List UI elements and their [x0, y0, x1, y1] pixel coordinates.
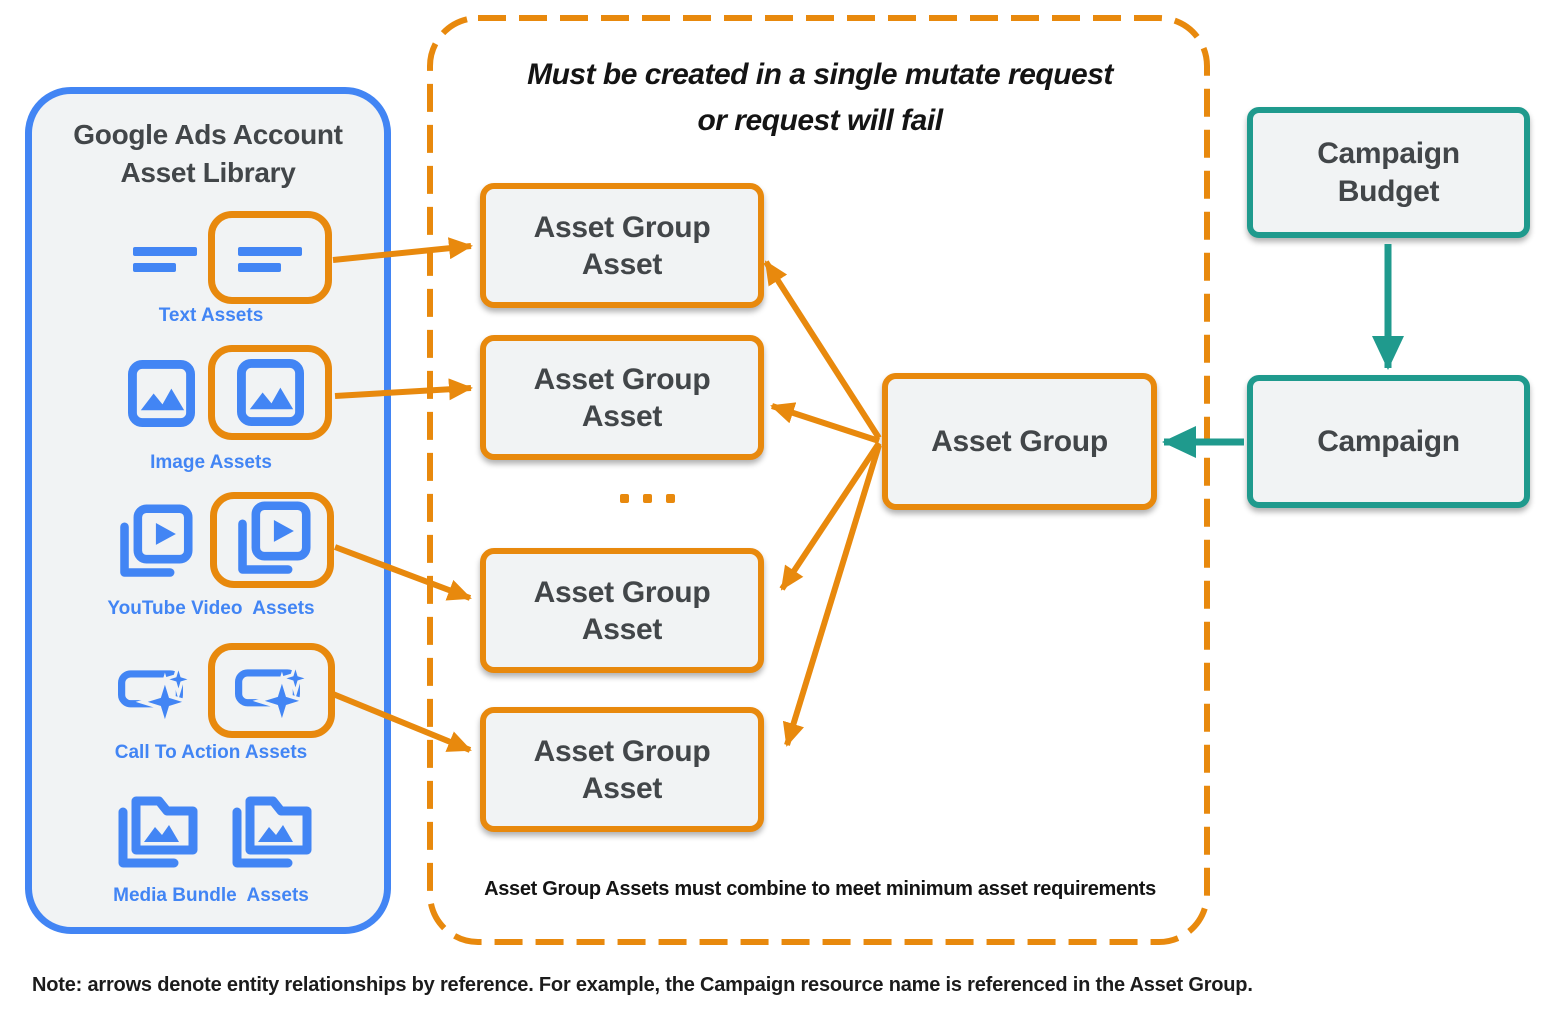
ellipsis-dot: [665, 493, 675, 503]
asset-group-label: Asset Group: [931, 424, 1108, 458]
asset-group-asset-label-line1: Asset Group: [533, 575, 711, 609]
media-bundle-icon: [114, 786, 200, 872]
youtube-video-assets-label: YouTube Video Assets: [107, 598, 315, 619]
asset-group-asset-label-line2: Asset: [581, 247, 663, 281]
call-to-action-icon: [118, 660, 192, 724]
asset-group-asset-box-3: Asset Group Asset: [480, 548, 764, 673]
ellipsis: [600, 489, 694, 507]
asset-group-asset-label-line1: Asset Group: [533, 362, 711, 396]
asset-group-box: Asset Group: [882, 373, 1157, 510]
asset-library-panel: [25, 87, 391, 934]
asset-group-asset-label-line1: Asset Group: [533, 734, 711, 768]
ellipsis-dot: [619, 493, 629, 503]
asset-library-title: Google Ads Account Asset Library: [35, 116, 381, 192]
arrow-asset-group-to-asset-group-asset-2: [770, 402, 880, 444]
media-bundle-assets-label: Media Bundle Assets: [113, 885, 309, 906]
asset-library-title-line1: Google Ads Account: [73, 119, 343, 150]
mutate-panel-title-line1: Must be created in a single mutate reque…: [527, 58, 1113, 91]
image-icon: [236, 359, 304, 426]
text-asset-highlight-box: [208, 211, 332, 304]
call-to-action-asset-highlight-box: [208, 643, 335, 738]
arrow-asset-group-to-asset-group-asset-1: [763, 260, 882, 440]
arrow-asset-group-to-asset-group-asset-4: [782, 444, 882, 747]
youtube-video-icon: [115, 502, 193, 584]
text-lines-icon: [238, 246, 302, 272]
image-icon: [128, 360, 195, 427]
text-lines-icon: [132, 233, 198, 283]
campaign-budget-label-line2: Budget: [1337, 174, 1440, 208]
asset-group-asset-box-1: Asset Group Asset: [480, 183, 764, 308]
ellipsis-dot: [642, 493, 652, 503]
campaign-budget-label-line1: Campaign: [1317, 136, 1460, 170]
asset-group-asset-label-line2: Asset: [581, 612, 663, 646]
asset-library-title-line2: Asset Library: [120, 157, 296, 188]
campaign-budget-box: Campaign Budget: [1247, 107, 1530, 238]
campaign-box: Campaign: [1247, 375, 1530, 508]
asset-group-asset-label-line1: Asset Group: [533, 210, 711, 244]
image-asset-highlight-box: [208, 345, 332, 440]
call-to-action-assets-label: Call To Action Assets: [114, 742, 308, 763]
youtube-video-icon: [238, 501, 311, 574]
call-to-action-icon: [234, 658, 309, 723]
text-assets-label: Text Assets: [158, 305, 264, 326]
campaign-label: Campaign: [1317, 424, 1460, 458]
mutate-panel-title: Must be created in a single mutate reque…: [450, 52, 1190, 144]
image-assets-label: Image Assets: [150, 452, 272, 473]
media-bundle-icon: [228, 786, 314, 872]
asset-group-asset-label-line2: Asset: [581, 399, 663, 433]
asset-group-asset-label-line2: Asset: [581, 771, 663, 805]
arrow-asset-group-to-asset-group-asset-3: [779, 441, 882, 591]
youtube-video-asset-highlight-box: [210, 492, 334, 588]
mutate-panel-footnote: Asset Group Assets must combine to meet …: [484, 878, 1156, 900]
mutate-panel-title-line2: or request will fail: [697, 104, 943, 137]
footer-note: Note: arrows denote entity relationships…: [32, 974, 1253, 996]
asset-group-asset-box-4: Asset Group Asset: [480, 707, 764, 832]
asset-group-asset-box-2: Asset Group Asset: [480, 335, 764, 460]
